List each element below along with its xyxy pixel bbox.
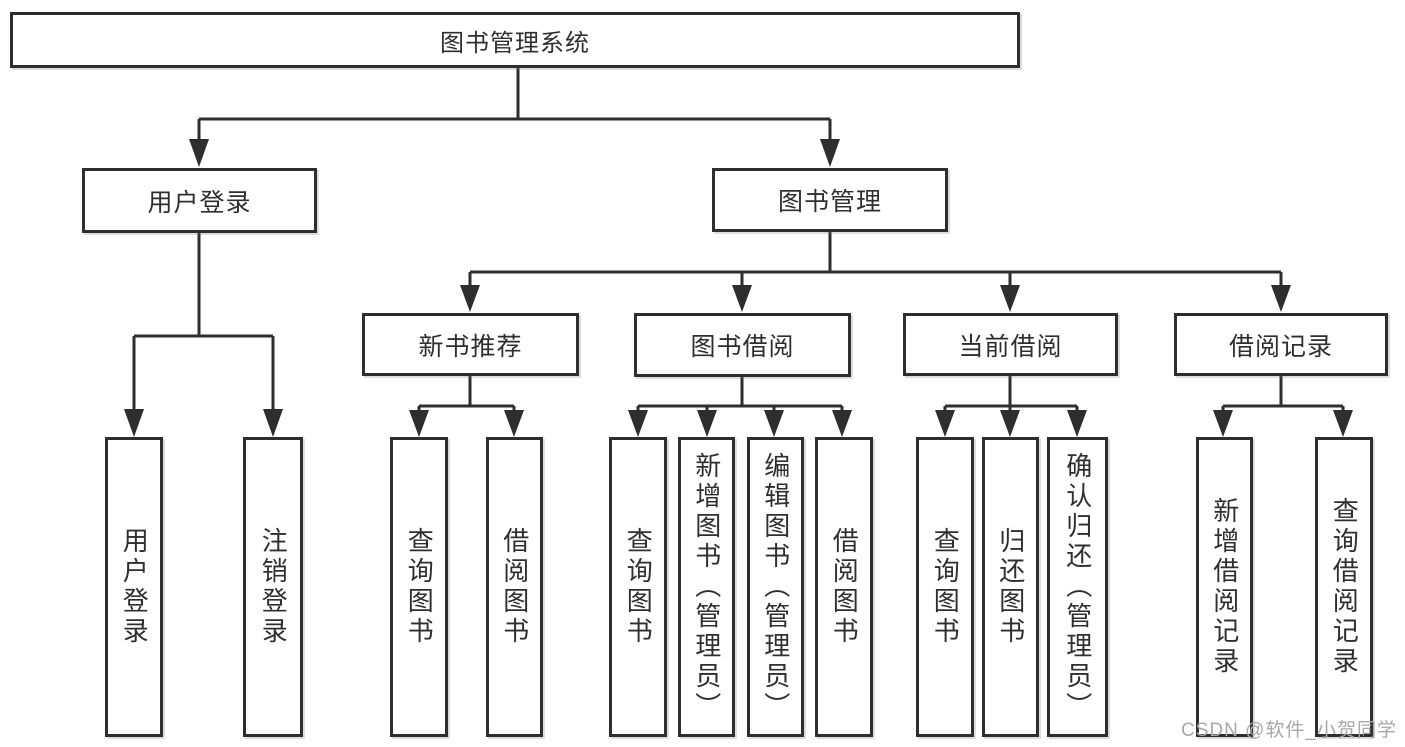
node-borrow-record-label: 借阅记录 (1228, 332, 1333, 361)
connector-new-book-branch (417, 376, 516, 416)
connector-book-borrow-branch (636, 377, 844, 416)
node-library-management-system: 图书管理系统 (10, 12, 1020, 68)
node-book-management-label: 图书管理 (777, 188, 882, 216)
leaf-recommend-query-book-label: 查询图书 (404, 527, 435, 647)
leaf-borrow-query-book: 查询图书 (609, 437, 667, 737)
leaf-add-borrow-record: 新增借阅记录 (1196, 437, 1253, 737)
connector-user-login-branch (132, 233, 275, 415)
arrowheads (124, 139, 1353, 437)
leaf-current-query-book: 查询图书 (916, 437, 974, 737)
leaf-logout-label: 注销登录 (258, 527, 289, 647)
leaf-logout: 注销登录 (243, 437, 303, 737)
leaf-borrow-query-book-label: 查询图书 (623, 527, 654, 647)
node-book-borrow: 图书借阅 (634, 313, 851, 377)
node-borrow-record: 借阅记录 (1174, 313, 1388, 376)
leaf-confirm-return-admin: 确认归还（管理员） (1047, 437, 1108, 737)
leaf-borrow-borrow-book-label: 借阅图书 (829, 527, 860, 647)
node-new-book-recommend: 新书推荐 (362, 313, 579, 376)
connector-root-to-level2 (197, 68, 832, 145)
leaf-recommend-borrow-book-label: 借阅图书 (499, 527, 530, 647)
csdn-watermark: CSDN @软件_小贺同学 (1181, 720, 1397, 741)
node-new-book-recommend-label: 新书推荐 (418, 332, 523, 361)
node-current-borrow-label: 当前借阅 (958, 332, 1063, 361)
leaf-add-book-admin: 新增图书（管理员） (678, 437, 735, 737)
leaf-user-login-label: 用户登录 (119, 527, 150, 647)
leaf-return-book: 归还图书 (982, 437, 1039, 737)
leaf-current-query-book-label: 查询图书 (930, 527, 961, 647)
leaf-query-borrow-record: 查询借阅记录 (1315, 437, 1373, 737)
node-library-management-system-label: 图书管理系统 (440, 29, 590, 57)
node-user-login-label: 用户登录 (147, 188, 252, 217)
connector-book-mgmt-branch (468, 232, 1283, 290)
leaf-add-book-admin-label: 新增图书（管理员） (691, 452, 722, 722)
leaf-recommend-borrow-book: 借阅图书 (486, 437, 543, 737)
node-user-login: 用户登录 (82, 168, 317, 233)
leaf-add-borrow-record-label: 新增借阅记录 (1209, 497, 1240, 677)
leaf-recommend-query-book: 查询图书 (390, 437, 448, 737)
leaf-return-book-label: 归还图书 (995, 527, 1026, 647)
node-book-borrow-label: 图书借阅 (690, 333, 795, 361)
leaf-confirm-return-admin-label: 确认归还（管理员） (1062, 452, 1093, 722)
leaf-query-borrow-record-label: 查询借阅记录 (1329, 497, 1360, 677)
node-book-management: 图书管理 (712, 168, 948, 232)
node-current-borrow: 当前借阅 (903, 313, 1118, 376)
leaf-edit-book-admin: 编辑图书（管理员） (747, 437, 804, 737)
leaf-edit-book-admin-label: 编辑图书（管理员） (760, 452, 791, 722)
leaf-borrow-borrow-book: 借阅图书 (815, 437, 873, 737)
leaf-user-login: 用户登录 (105, 437, 163, 737)
connector-borrow-record-branch (1221, 376, 1345, 416)
